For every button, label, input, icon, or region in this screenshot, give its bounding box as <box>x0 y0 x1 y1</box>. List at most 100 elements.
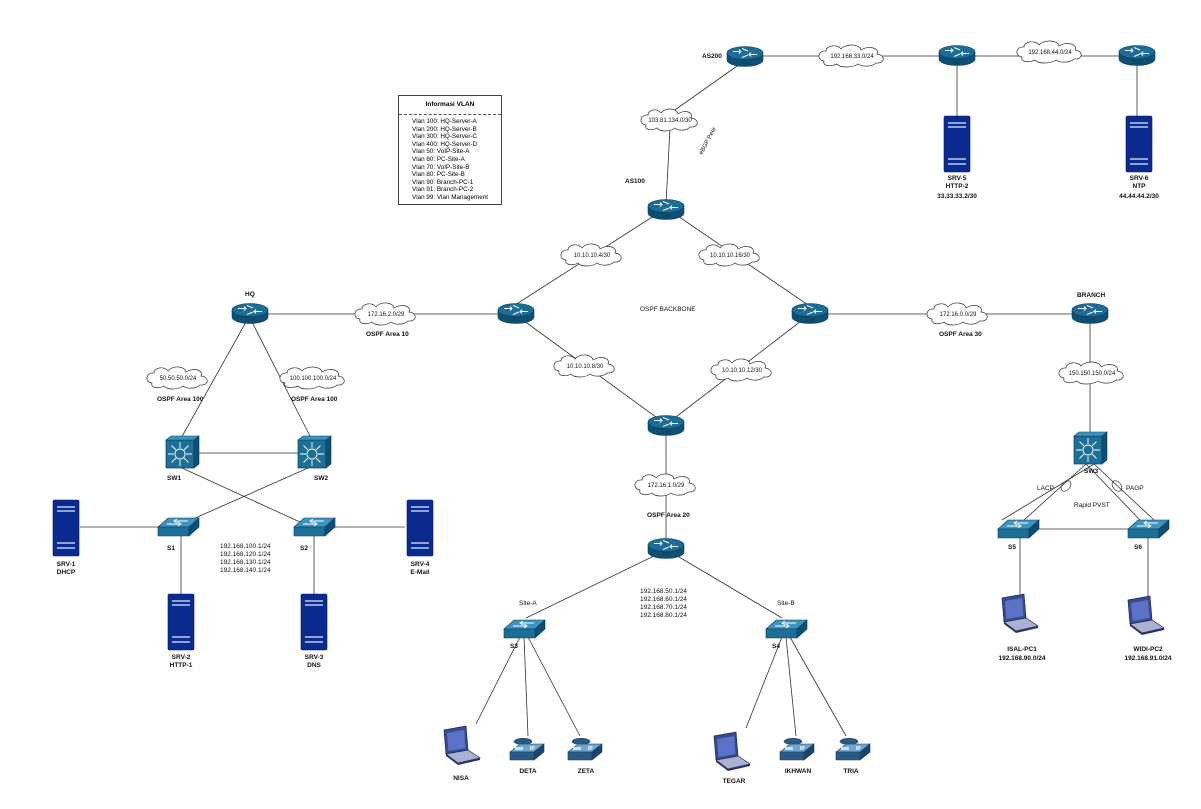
switch-sw2[interactable] <box>297 435 332 469</box>
cloud-103-81-134: 103.81.134.0/30 <box>640 108 698 132</box>
net-label: 10.10.10.16/30 <box>710 253 751 259</box>
host-isal-label: ISAL-PC1 <box>1007 646 1037 653</box>
net-label: 150.150.150.0/24 <box>1069 371 1116 377</box>
svg-text:R10: R10 <box>1131 60 1143 66</box>
ip-phone-tria-icon[interactable] <box>835 737 871 761</box>
svg-text:192.168.60.1/24: 192.168.60.1/24 <box>640 596 687 603</box>
cloud-10-10-10-16: 10.10.10.16/30 <box>698 243 760 267</box>
switch-s6[interactable] <box>1127 519 1170 539</box>
cloud-100-100-100: 100.100.100.0/24 <box>279 366 345 390</box>
host-ikhwan-label: IKHWAN <box>785 768 812 775</box>
switch-sw1[interactable] <box>165 435 200 469</box>
srv6-role: NTP <box>1133 183 1147 190</box>
host-widi-net: 192.168.91.0/24 <box>1125 655 1172 662</box>
laptop-isal-icon[interactable] <box>1001 593 1039 634</box>
switch-s2[interactable] <box>293 517 336 537</box>
sw1-label: SW1 <box>167 475 181 482</box>
server-srv1[interactable] <box>52 499 80 557</box>
router-r1[interactable]: R1 <box>647 199 685 221</box>
server-srv2[interactable] <box>167 593 195 651</box>
vlan-info-box: Informasi VLAN Vlan 100: HQ-Server-A Vla… <box>398 95 502 205</box>
switch-s5[interactable] <box>997 519 1040 539</box>
switch-s4[interactable] <box>765 619 808 639</box>
srv4-role: E-Mail <box>410 569 429 576</box>
site-gateway-list: 192.168.50.1/24 192.168.60.1/24 192.168.… <box>640 588 687 619</box>
laptop-tegar-icon[interactable] <box>713 731 751 772</box>
router-branch[interactable]: R8 <box>1071 303 1109 325</box>
as200-label: AS200 <box>702 53 722 60</box>
switch-s1[interactable] <box>157 517 200 537</box>
svg-text:192.168.50.1/24: 192.168.50.1/24 <box>640 588 687 595</box>
server-srv3[interactable] <box>300 593 328 651</box>
host-nisa-label: NISA <box>453 775 469 782</box>
srv6-ip: 44.44.44.2/30 <box>1119 193 1159 200</box>
svg-text:R3: R3 <box>662 430 670 436</box>
ip-phone-ikhwan-icon[interactable] <box>779 737 815 761</box>
svg-text:192.168.100.1/24: 192.168.100.1/24 <box>220 543 271 550</box>
host-tegar-label: TEGAR <box>723 778 746 785</box>
s1-label: S1 <box>167 545 175 552</box>
ospf-area-100-label: OSPF Area 100 <box>157 396 204 403</box>
vlan-entry: Vlan 200: HQ-Server-B <box>412 125 477 133</box>
server-srv4[interactable] <box>406 499 434 557</box>
vlan-info-title: Informasi VLAN <box>399 96 501 115</box>
multilayer-switches <box>165 431 1108 469</box>
network-clouds: 103.81.134.0/30 192.168.33.0/24 192.168.… <box>146 40 1124 497</box>
switch-s3[interactable] <box>503 619 546 639</box>
srv2-name: SRV-2 <box>172 654 191 661</box>
svg-text:R6: R6 <box>662 553 670 559</box>
cloud-172-16-0: 172.16.0.0/29 <box>926 302 988 326</box>
as100-label: AS100 <box>625 178 645 185</box>
site-a-label: Site-A <box>519 600 537 607</box>
svg-text:192.168.130.1/24: 192.168.130.1/24 <box>220 559 271 566</box>
router-r5[interactable]: R5 <box>938 45 976 67</box>
pagp-label: PAGP <box>1126 485 1144 492</box>
hq-label: HQ <box>245 291 255 298</box>
router-r6[interactable]: R6 <box>647 538 685 560</box>
lacp-label: LACP <box>1037 485 1054 492</box>
cloud-150-150-150: 150.150.150.0/24 <box>1058 361 1124 385</box>
switch-sw3[interactable] <box>1073 431 1108 465</box>
srv2-role: HTTP-1 <box>170 662 193 669</box>
srv1-role: DHCP <box>57 569 76 576</box>
vlan-entry: Vlan 400: HQ-Server-D <box>412 140 478 148</box>
vlan-entry: Vlan 80: PC-Site-B <box>412 171 465 179</box>
cloud-192-168-44: 192.168.44.0/24 <box>1016 40 1082 64</box>
vlan-info-list: Vlan 100: HQ-Server-A Vlan 200: HQ-Serve… <box>399 115 501 202</box>
svg-text:192.168.80.1/24: 192.168.80.1/24 <box>640 612 687 619</box>
router-hq[interactable]: R7 <box>231 303 269 325</box>
router-r4[interactable]: R4 <box>791 303 829 325</box>
svg-text:R5: R5 <box>953 60 961 66</box>
router-as200[interactable]: R9 <box>726 46 764 68</box>
router-r10[interactable]: R10 <box>1118 45 1156 67</box>
svg-text:R1: R1 <box>662 214 670 220</box>
s2-label: S2 <box>300 545 308 552</box>
srv3-role: DNS <box>307 662 321 669</box>
server-srv5[interactable] <box>943 115 971 173</box>
laptop-nisa-icon[interactable] <box>443 725 481 766</box>
srv4-name: SRV-4 <box>411 561 430 568</box>
vlan-entry: Vlan 70: VoIP-Site-B <box>412 163 470 171</box>
vlan-entry: Vlan 90: Branch-PC-1 <box>412 178 474 186</box>
router-r3[interactable]: R3 <box>647 415 685 437</box>
ip-phone-deta-icon[interactable] <box>509 737 545 761</box>
cloud-192-168-33: 192.168.33.0/24 <box>818 44 884 68</box>
svg-text:192.168.120.1/24: 192.168.120.1/24 <box>220 551 271 558</box>
sw3-label: SW3 <box>1084 468 1098 475</box>
net-label: 172.16.0.0/29 <box>940 312 977 318</box>
router-r2[interactable]: R2 <box>497 303 535 325</box>
net-label: 100.100.100.0/24 <box>290 376 337 382</box>
net-label: 10.10.10.8/30 <box>567 364 604 370</box>
server-srv6[interactable] <box>1125 115 1153 173</box>
srv5-ip: 33.33.33.2/30 <box>937 193 977 200</box>
ip-phone-zeta-icon[interactable] <box>567 737 603 761</box>
svg-text:R7: R7 <box>246 318 254 324</box>
laptop-widi-icon[interactable] <box>1127 595 1165 636</box>
svg-text:R9: R9 <box>741 61 749 67</box>
net-label: 172.16.2.0/29 <box>368 312 405 318</box>
labels: AS200 AS100 eBGP Peer OSPF BACKBONE HQ B… <box>57 53 1172 785</box>
host-deta-label: DETA <box>519 768 537 775</box>
vlan-entry: Vlan 60: PC-Site-A <box>412 155 465 163</box>
net-label: 192.168.44.0/24 <box>1028 50 1072 56</box>
